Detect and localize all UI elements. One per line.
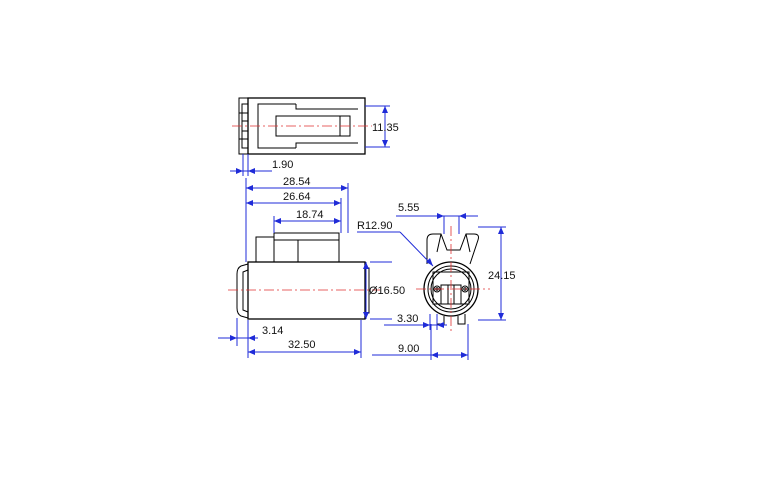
top-view: 11.35 1.90 [230, 97, 399, 176]
side-view: 28.54 26.64 18.74 Ø16.50 3.14 32.50 [218, 176, 405, 358]
top-height-label: 11.35 [372, 122, 399, 134]
height-24-label: 24.15 [488, 270, 516, 282]
len-26-label: 26.64 [283, 191, 311, 203]
offset-3-label: 3.14 [262, 325, 283, 337]
top-offset-label: 1.90 [272, 159, 293, 171]
overall-label: 32.50 [288, 339, 316, 351]
pin-9-label: 9.00 [398, 343, 419, 355]
pin-3-label: 3.30 [397, 313, 418, 325]
len-28-label: 28.54 [283, 176, 311, 188]
end-view: 5.55 R12.90 24.15 3.30 9.00 [357, 202, 516, 360]
dia-label: Ø16.50 [369, 285, 405, 297]
radius-label: R12.90 [357, 220, 392, 232]
width-5-label: 5.55 [398, 202, 419, 214]
len-18-label: 18.74 [296, 209, 324, 221]
